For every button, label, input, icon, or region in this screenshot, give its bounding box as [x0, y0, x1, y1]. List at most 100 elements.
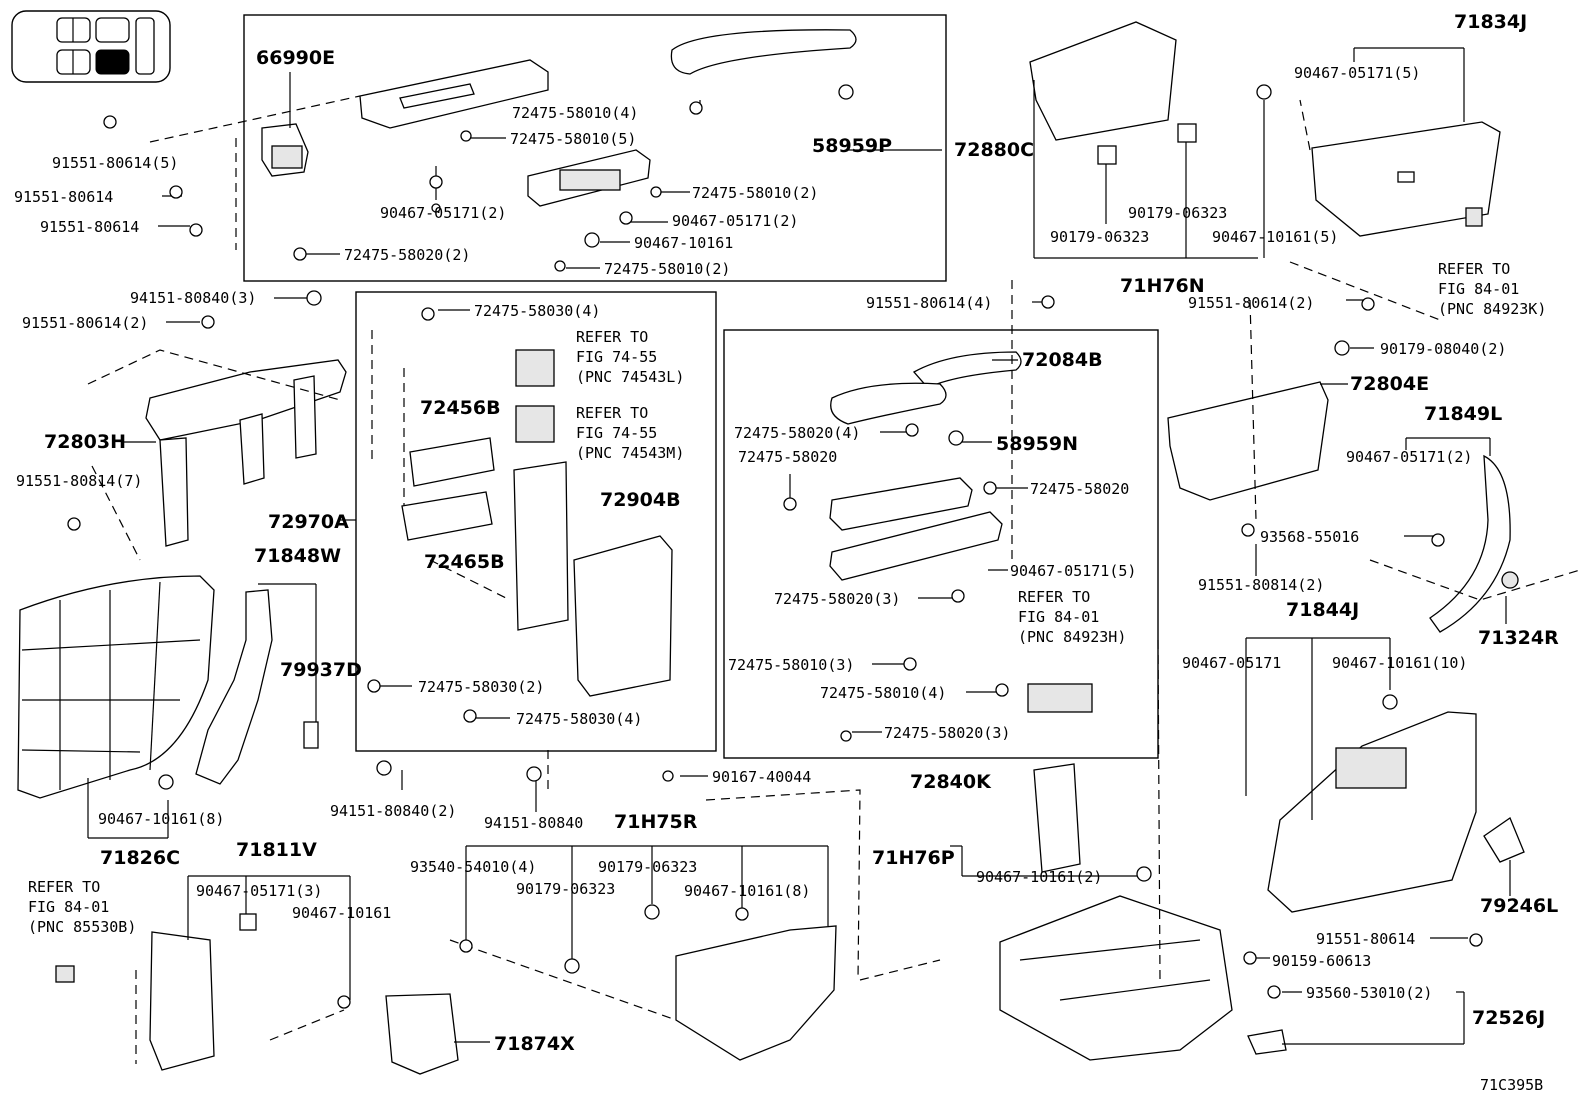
label-91551-80614-5: 91551-80614(5): [52, 154, 178, 172]
label-72970A: 72970A: [268, 511, 349, 533]
label-72803H: 72803H: [44, 431, 126, 453]
ref-note-5-line-1: REFER TO: [28, 878, 100, 896]
label-71H76N: 71H76N: [1120, 275, 1205, 297]
label-90467-05171-c: 90467-05171: [1182, 654, 1281, 672]
label-71H75R: 71H75R: [614, 811, 698, 833]
label-72456B: 72456B: [420, 397, 501, 419]
label-71324R: 71324R: [1478, 627, 1559, 649]
ref-note-5-line-2: FIG 84-01: [28, 898, 109, 916]
label-72475-58010-3: 72475-58010(3): [728, 656, 854, 674]
label-72475-58010-2-b: 72475-58010(2): [604, 260, 730, 278]
label-90179-06323-a: 90179-06323: [598, 858, 697, 876]
label-72475-58010-4-b: 72475-58010(4): [820, 684, 946, 702]
label-93560-53010-2: 93560-53010(2): [1306, 984, 1432, 1002]
ref-note-3-line-2: FIG 84-01: [1018, 608, 1099, 626]
ref-note-4-line-1: REFER TO: [1438, 260, 1510, 278]
label-71811V: 71811V: [236, 839, 317, 861]
label-66990E: 66990E: [256, 47, 335, 69]
label-72526J: 72526J: [1472, 1007, 1545, 1029]
label-72465B: 72465B: [424, 551, 505, 573]
label-72475-58020-3-b: 72475-58020(3): [884, 724, 1010, 742]
group-box-72880C: [243, 14, 947, 282]
label-90467-10161-5: 90467-10161(5): [1212, 228, 1338, 246]
label-90167-40044: 90167-40044: [712, 768, 811, 786]
label-91551-80814-2: 91551-80814(2): [1198, 576, 1324, 594]
label-93540-54010-4: 93540-54010(4): [410, 858, 536, 876]
label-58959N: 58959N: [996, 433, 1078, 455]
ref-note-4-line-2: FIG 84-01: [1438, 280, 1519, 298]
diagram-code: 71C395B: [1480, 1076, 1543, 1094]
label-90467-05171-2-a: 90467-05171(2): [380, 204, 506, 222]
label-72904B: 72904B: [600, 489, 681, 511]
label-72475-58010-5: 72475-58010(5): [510, 130, 636, 148]
ref-note-5-line-3: (PNC 85530B): [28, 918, 136, 936]
label-71844J: 71844J: [1286, 599, 1359, 621]
label-90179-06323-d: 90179-06323: [1050, 228, 1149, 246]
label-72880C: 72880C: [954, 139, 1034, 161]
label-71874X: 71874X: [494, 1033, 575, 1055]
label-72475-58010-4: 72475-58010(4): [512, 104, 638, 122]
group-box-72840K: [723, 329, 1159, 759]
ref-note-2-line-3: (PNC 74543M): [576, 444, 684, 462]
ref-note-1-line-1: REFER TO: [576, 328, 648, 346]
label-90179-06323-c: 90179-06323: [1128, 204, 1227, 222]
label-90467-05171-5-a: 90467-05171(5): [1010, 562, 1136, 580]
label-72804E: 72804E: [1350, 373, 1429, 395]
ref-note-4-line-3: (PNC 84923K): [1438, 300, 1546, 318]
label-79246L: 79246L: [1480, 895, 1558, 917]
dashed-connectors: [87, 95, 1581, 1064]
label-90467-05171-5-b: 90467-05171(5): [1294, 64, 1420, 82]
label-72084B: 72084B: [1022, 349, 1103, 371]
label-90467-10161-a: 90467-10161: [634, 234, 733, 252]
label-90159-60613: 90159-60613: [1272, 952, 1371, 970]
label-72475-58030-4-b: 72475-58030(4): [516, 710, 642, 728]
label-79937D: 79937D: [280, 659, 362, 681]
label-90467-10161-b: 90467-10161: [292, 904, 391, 922]
label-91551-80614-2-b: 91551-80614(2): [1188, 294, 1314, 312]
reference-notes: REFER TO FIG 74-55 (PNC 74543L) REFER TO…: [28, 260, 1546, 936]
label-72475-58020-2: 72475-58020(2): [344, 246, 470, 264]
label-90467-05171-2-c: 90467-05171(2): [1346, 448, 1472, 466]
label-91551-80614-2-a: 91551-80614(2): [22, 314, 148, 332]
label-94151-80840-2: 94151-80840(2): [330, 802, 456, 820]
ref-note-2-line-1: REFER TO: [576, 404, 648, 422]
ref-note-3-line-1: REFER TO: [1018, 588, 1090, 606]
label-72475-58010-2-a: 72475-58010(2): [692, 184, 818, 202]
label-58959P: 58959P: [812, 135, 892, 157]
ref-note-1-line-3: (PNC 74543L): [576, 368, 684, 386]
label-93568-55016: 93568-55016: [1260, 528, 1359, 546]
label-91551-80614-b: 91551-80614: [40, 218, 139, 236]
label-72475-58030-2: 72475-58030(2): [418, 678, 544, 696]
leader-lines: [87, 47, 1511, 1045]
label-72475-58030-4-a: 72475-58030(4): [474, 302, 600, 320]
vehicle-location-icon: [11, 10, 171, 83]
ref-note-1-line-2: FIG 74-55: [576, 348, 657, 366]
label-90467-05171-3: 90467-05171(3): [196, 882, 322, 900]
ref-note-2-line-2: FIG 74-55: [576, 424, 657, 442]
label-91551-80614-4: 91551-80614(4): [866, 294, 992, 312]
label-90179-06323-b: 90179-06323: [516, 880, 615, 898]
label-72475-58020-a: 72475-58020: [738, 448, 837, 466]
label-91551-80614-c: 91551-80614: [1316, 930, 1415, 948]
label-91551-80814-7: 91551-80814(7): [16, 472, 142, 490]
group-box-72970A: [355, 291, 717, 752]
fastener-icons: [67, 84, 1483, 1009]
label-71848W: 71848W: [254, 545, 341, 567]
label-90467-10161-10: 90467-10161(10): [1332, 654, 1467, 672]
label-72475-58020-4: 72475-58020(4): [734, 424, 860, 442]
label-90467-05171-2-b: 90467-05171(2): [672, 212, 798, 230]
label-90467-10161-8-a: 90467-10161(8): [98, 810, 224, 828]
label-72475-58020-3-a: 72475-58020(3): [774, 590, 900, 608]
label-72840K: 72840K: [910, 771, 992, 793]
label-90467-10161-8-b: 90467-10161(8): [684, 882, 810, 900]
part-labels: 66990E 72880C 58959P 72475-58010(4) 7247…: [14, 11, 1559, 1094]
label-94151-80840-3: 94151-80840(3): [130, 289, 256, 307]
label-71H76P: 71H76P: [872, 847, 955, 869]
label-90179-08040-2: 90179-08040(2): [1380, 340, 1506, 358]
label-90467-10161-2: 90467-10161(2): [976, 868, 1102, 886]
label-72475-58020-b: 72475-58020: [1030, 480, 1129, 498]
label-71834J: 71834J: [1454, 11, 1527, 33]
label-91551-80614-a: 91551-80614: [14, 188, 113, 206]
label-71826C: 71826C: [100, 847, 180, 869]
